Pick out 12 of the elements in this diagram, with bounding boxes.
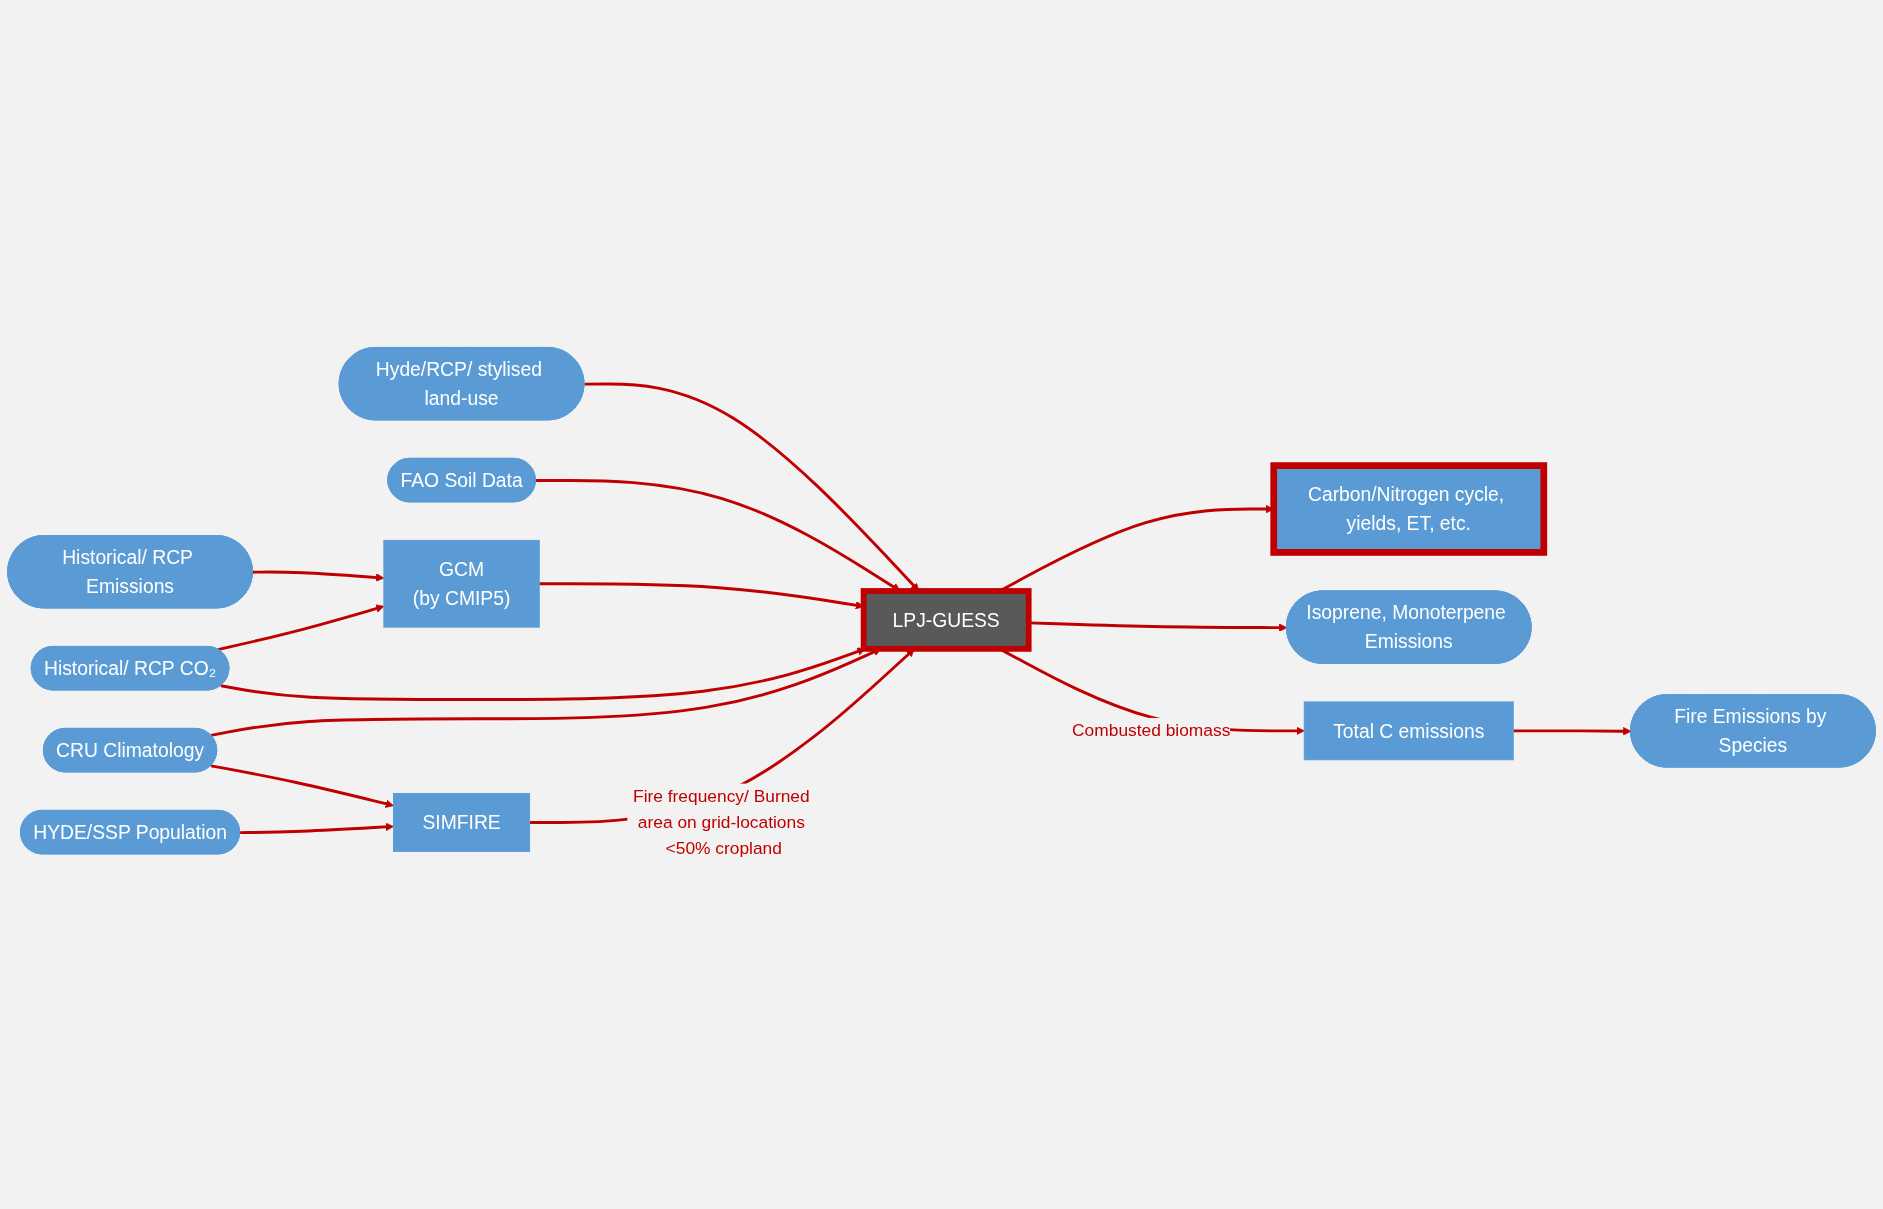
node-box: Carbon/Nitrogen cycle, yields, ET, etc.: [1270, 462, 1548, 556]
arrow: [1513, 727, 1632, 736]
arrow: [210, 764, 394, 808]
node-box: LPJ-GUESS: [860, 588, 1032, 652]
node-box: SIMFIRE: [393, 793, 531, 852]
node-box: Total C emissions: [1303, 701, 1514, 761]
node-box: GCM (by CMIP5): [383, 539, 540, 628]
arrow: [252, 570, 385, 582]
edge-label: Combusted biomass: [1072, 720, 1231, 741]
edge-label: Fire frequency/ Burned area on grid-locations <50% cropland: [633, 786, 810, 858]
arrow: [217, 604, 385, 651]
arrow: [240, 822, 394, 835]
